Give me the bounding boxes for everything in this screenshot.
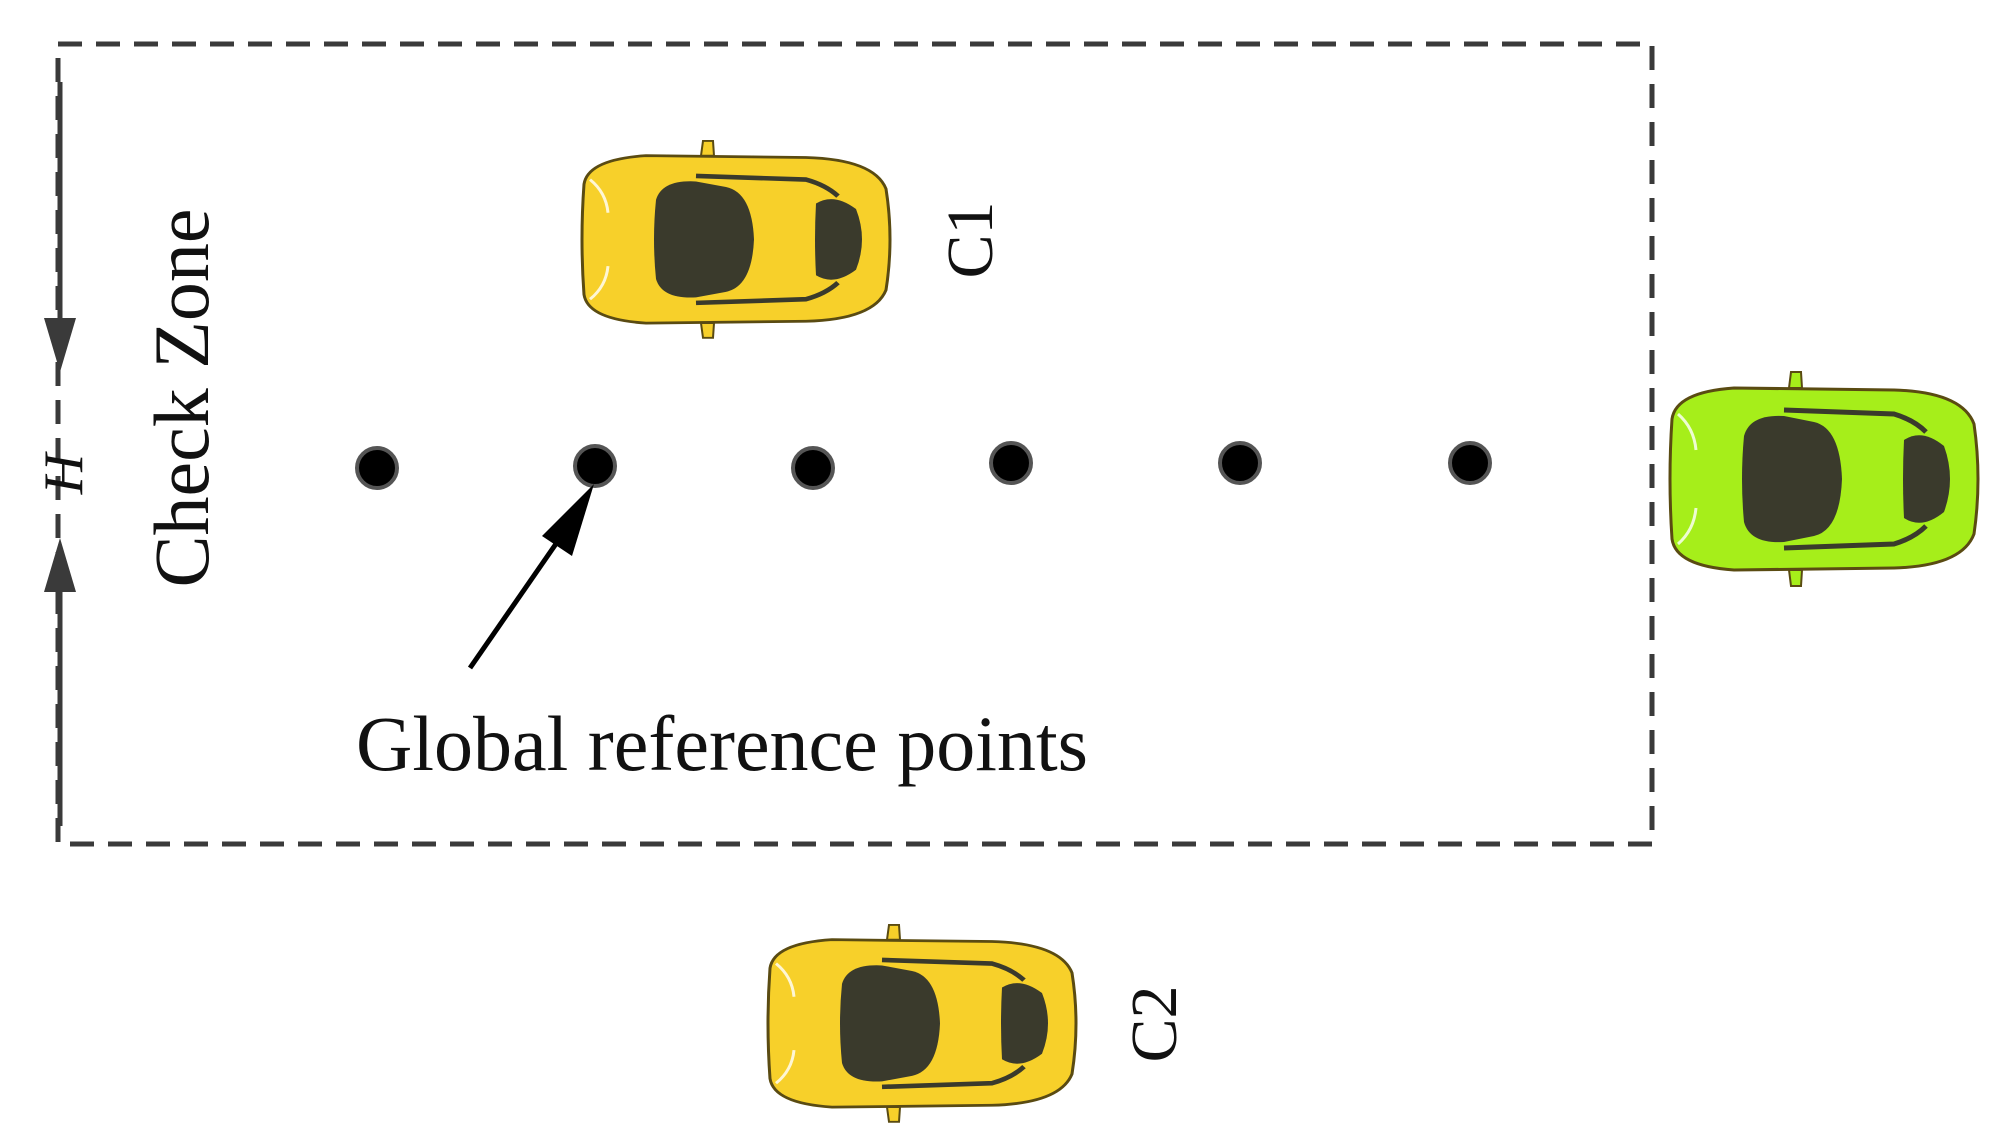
reference-point	[1448, 441, 1492, 485]
car-c1-label: C1	[934, 201, 1007, 278]
reference-point	[573, 444, 617, 488]
reference-point	[355, 446, 399, 490]
check-zone-label: Check Zone	[138, 208, 225, 587]
reference-point-pointer-arrow	[467, 484, 594, 670]
height-dimension-arrow	[44, 82, 76, 826]
car-c2-label: C2	[1118, 985, 1191, 1062]
reference-point	[1218, 441, 1262, 485]
height-label: H	[33, 451, 95, 495]
reference-point	[989, 441, 1033, 485]
check-zone-border	[55, 41, 1655, 847]
car-green	[1670, 372, 1978, 586]
car-c2	[768, 925, 1076, 1122]
reference-points-label: Global reference points	[356, 700, 1088, 787]
reference-point	[791, 446, 835, 490]
reference-points	[355, 441, 1492, 490]
car-c1	[582, 141, 890, 338]
